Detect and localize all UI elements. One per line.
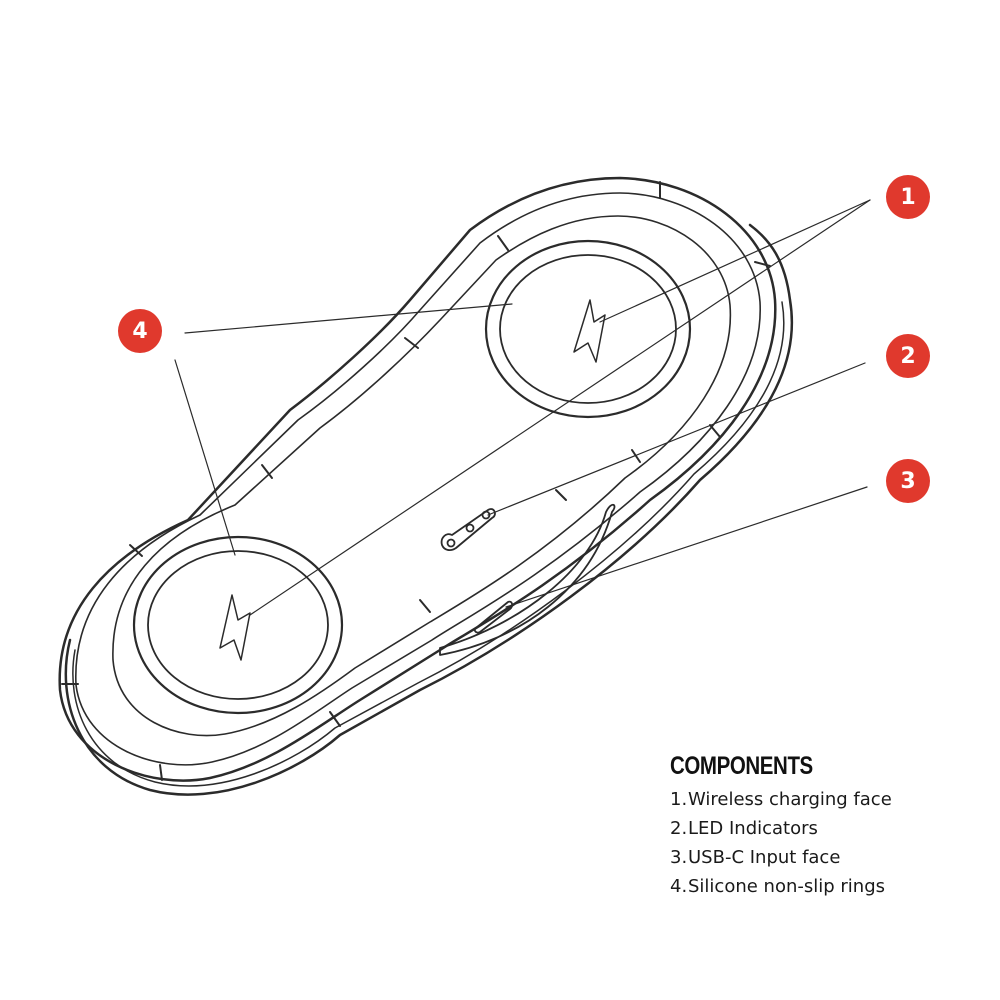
callout-1-number: 1 [900, 184, 916, 210]
callout-4-number: 4 [132, 318, 148, 344]
components-legend: Components 1.Wireless charging face 2.LE… [670, 752, 990, 901]
legend-item-label: LED Indicators [688, 818, 818, 839]
legend-item-number: 4. [670, 876, 688, 897]
legend-title: Components [670, 752, 813, 780]
legend-item-label: Silicone non-slip rings [688, 876, 886, 897]
usb-c-port [473, 600, 514, 634]
lower-charging-ring [132, 535, 344, 715]
legend-item: 1.Wireless charging face [670, 785, 990, 814]
callout-2-number: 2 [900, 343, 916, 369]
upper-lightning-icon [573, 299, 606, 363]
upper-charging-face [499, 254, 677, 404]
lower-lightning-icon [219, 594, 251, 661]
device-outer-outline [58, 176, 777, 782]
legend-item: 3.USB-C Input face [670, 843, 990, 872]
leader-lines [174, 199, 871, 616]
legend-item-number: 1. [670, 789, 688, 810]
callout-3: 3 [886, 459, 930, 503]
led-indicator-group [440, 508, 496, 552]
legend-item-number: 3. [670, 847, 688, 868]
legend-item: 2.LED Indicators [670, 814, 990, 843]
callout-2: 2 [886, 334, 930, 378]
legend-item-label: USB-C Input face [688, 847, 841, 868]
device-top-plate [112, 215, 732, 737]
lower-charging-face [147, 550, 329, 700]
callout-1: 1 [886, 175, 930, 219]
usb-side-panel [439, 503, 616, 656]
upper-charging-ring [484, 239, 692, 419]
device-side-outline [64, 223, 794, 796]
callout-3-number: 3 [900, 468, 916, 494]
legend-item: 4.Silicone non-slip rings [670, 872, 990, 901]
legend-item-number: 2. [670, 818, 688, 839]
device-top-rim [75, 192, 761, 766]
callout-4: 4 [118, 309, 162, 353]
legend-item-label: Wireless charging face [688, 789, 892, 810]
rim-ticks [61, 181, 771, 781]
